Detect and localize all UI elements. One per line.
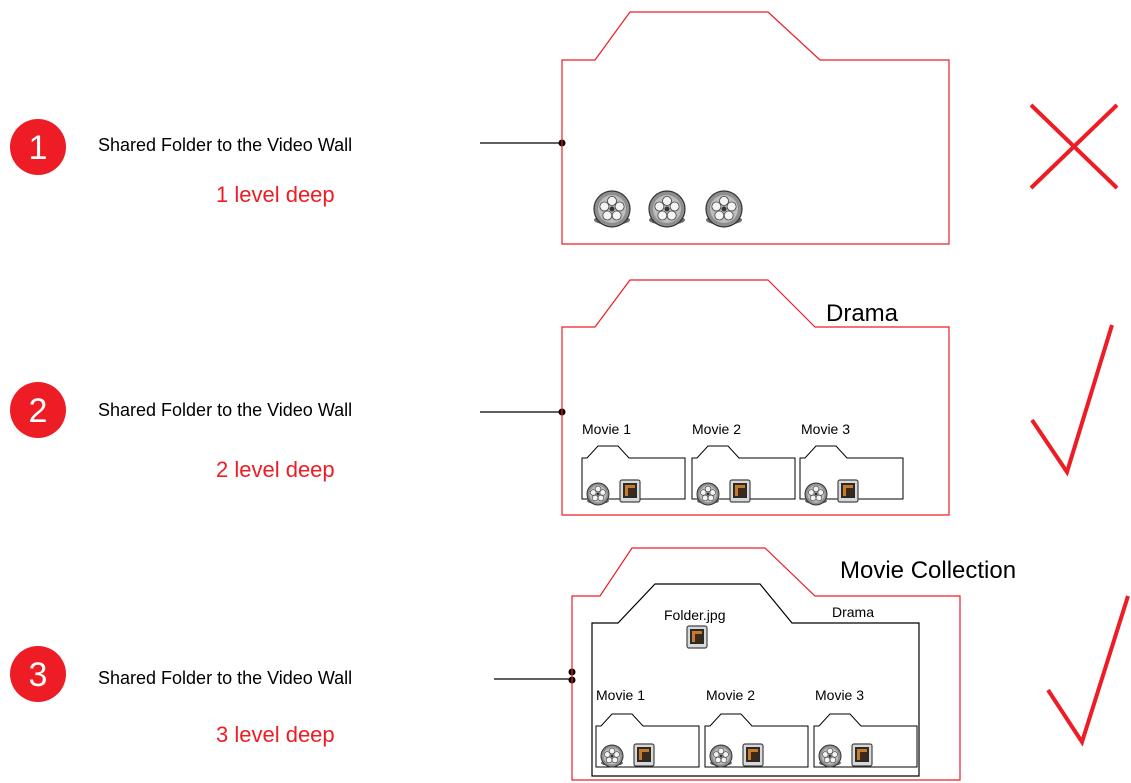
row-2-subfolder-3: [799, 445, 904, 506]
row-1: 1 Shared Folder to the Video Wall 1 leve…: [10, 11, 1119, 245]
row-3-outer-folder: [571, 547, 961, 781]
row-1-label: Shared Folder to the Video Wall: [98, 135, 352, 155]
step-3-number: 3: [29, 656, 48, 694]
step-2-number: 2: [29, 392, 48, 430]
row-3-subfolder-label: Movie 2: [706, 687, 755, 703]
row-2-depth: 2 level deep: [216, 457, 335, 482]
movie-reel-icon: [705, 190, 743, 228]
row-2: 2 Shared Folder to the Video Wall 2 leve…: [10, 279, 1114, 516]
row-2-subfolder-1: [581, 445, 686, 506]
row-3-inner-file-name: Folder.jpg: [664, 607, 725, 623]
step-2-badge: [10, 382, 66, 438]
row-3-depth: 3 level deep: [216, 722, 335, 747]
row-2-subfolder-label: Movie 3: [801, 421, 850, 437]
row-3: 3 Shared Folder to the Video Wall 3 leve…: [10, 547, 1130, 781]
row-2-subfolder-2: [691, 445, 796, 506]
row-3-subfolder-label: Movie 1: [596, 687, 645, 703]
movie-reel-icon: [648, 190, 686, 228]
row-3-subfolder-label: Movie 3: [815, 687, 864, 703]
row-3-subfolder-1: [595, 713, 700, 768]
row-3-subfolder-3: [813, 713, 918, 768]
cross-mark-icon: [1029, 103, 1119, 190]
check-mark-icon: [1030, 324, 1114, 477]
row-2-subfolder-label: Movie 1: [582, 421, 631, 437]
row-3-subfolder-2: [704, 713, 809, 768]
row-2-folder-name: Drama: [826, 300, 899, 327]
row-1-depth: 1 level deep: [216, 182, 335, 207]
step-1-badge: [10, 119, 66, 175]
row-3-label: Shared Folder to the Video Wall: [98, 668, 352, 688]
step-3-badge: [10, 646, 66, 702]
row-2-subfolder-label: Movie 2: [692, 421, 741, 437]
row-2-label: Shared Folder to the Video Wall: [98, 400, 352, 420]
check-mark-icon: [1046, 595, 1130, 747]
image-file-icon: [686, 625, 708, 649]
row-1-folder: [561, 11, 950, 245]
row-2-folder: [561, 279, 950, 516]
row-3-folder-name: Movie Collection: [840, 557, 1016, 584]
step-1-number: 1: [29, 129, 48, 167]
row-3-inner-folder: [591, 583, 920, 777]
movie-reel-icon: [593, 190, 631, 228]
row-3-inner-folder-name: Drama: [832, 604, 874, 620]
